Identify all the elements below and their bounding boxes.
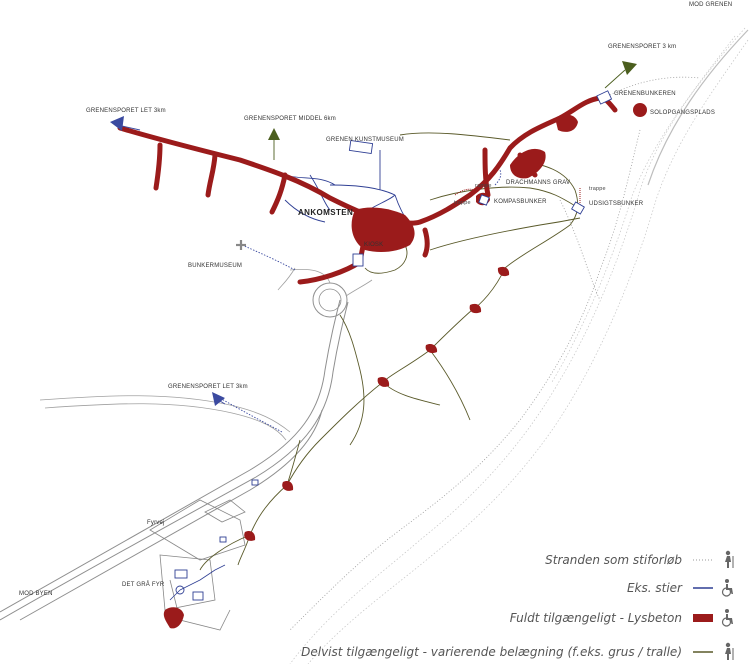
label-grenensporet-let-mid: GRENENSPORET LET 3km xyxy=(168,384,248,390)
legend-label-beach: Stranden som stiforløb xyxy=(545,553,682,567)
label-grenensporet-middel: GRENENSPORET MIDDEL 6km xyxy=(244,116,336,122)
label-grenensporet-3km: GRENENSPORET 3 km xyxy=(608,44,677,50)
coast-edge xyxy=(647,29,749,186)
wheelchair-icon xyxy=(721,579,733,597)
label-bunkermuseum: BUNKERMUSEUM xyxy=(188,263,243,269)
main-road xyxy=(0,299,349,621)
label-kompasbunker: KOMPASBUNKER xyxy=(494,199,547,205)
dotted-line-symbol xyxy=(693,559,713,561)
legend-label-full-access: Fuldt tilgængeligt - Lysbeton xyxy=(509,611,682,625)
beach-trail xyxy=(289,76,701,631)
hiker-icon xyxy=(725,550,734,568)
label-solopgangsplads: SOLOPGANGSPLADS xyxy=(650,110,716,116)
legend-row-partial-access: Delvist tilgængeligt - varierende belægn… xyxy=(301,640,736,664)
label-ankomsten: ANKOMSTEN xyxy=(298,208,354,217)
label-grenen-kunstmuseum: GRENEN KUNSTMUSEUM xyxy=(326,137,404,143)
bunkermuseum-cross-icon xyxy=(236,240,246,250)
label-grenenbunkeren: GRENENBUNKEREN xyxy=(614,91,676,97)
solopgangsplads-marker xyxy=(633,103,647,117)
blue-line-symbol xyxy=(693,587,713,589)
legend-label-partial-access: Delvist tilgængeligt - varierende belægn… xyxy=(301,645,682,659)
label-udsigtsbunker: UDSIGTSBUNKER xyxy=(589,201,644,207)
red-paths xyxy=(117,95,618,285)
label-trappe-left: trappe xyxy=(454,200,471,206)
label-mod-byen: MOD BYEN xyxy=(19,591,53,597)
legend-label-existing: Eks. stier xyxy=(626,581,682,595)
label-drachmanns-grav: DRACHMANNS GRAV xyxy=(506,180,571,186)
legend-row-existing: Eks. stier xyxy=(627,576,736,600)
olive-trails xyxy=(199,132,583,571)
label-mod-grenen: MOD GRENEN xyxy=(689,2,733,8)
wheelchair-icon xyxy=(721,609,733,627)
red-bar-symbol xyxy=(693,614,713,622)
hiker-icon xyxy=(725,642,734,660)
arrow-grenensporet-middel xyxy=(268,128,280,160)
label-det-graa-fyr: DET GRÅ FYR xyxy=(122,582,165,588)
red-patches xyxy=(163,114,578,629)
label-rampe: rampe xyxy=(475,183,492,189)
olive-line-symbol xyxy=(693,651,713,653)
label-trappe-right: trappe xyxy=(589,186,606,192)
lighthouse-area xyxy=(149,499,246,631)
legend-row-full-access: Fuldt tilgængeligt - Lysbeton xyxy=(510,606,736,630)
blue-dotted-paths xyxy=(214,169,502,433)
legend-row-beach: Stranden som stiforløb xyxy=(545,548,736,572)
roundabout xyxy=(312,282,348,318)
label-fyrvej: Fyrvej xyxy=(147,520,165,526)
side-roads xyxy=(39,267,373,441)
lighthouse-blue-lines xyxy=(169,564,226,601)
arrow-grenensporet-let-top xyxy=(110,116,141,131)
arrow-grenensporet-3km xyxy=(604,61,637,89)
arrow-grenensporet-let-mid xyxy=(212,392,226,406)
label-kiosk: KIOSK xyxy=(364,242,384,248)
label-grenensporet-let-top: GRENENSPORET LET 3km xyxy=(86,108,166,114)
coastline xyxy=(289,27,749,664)
